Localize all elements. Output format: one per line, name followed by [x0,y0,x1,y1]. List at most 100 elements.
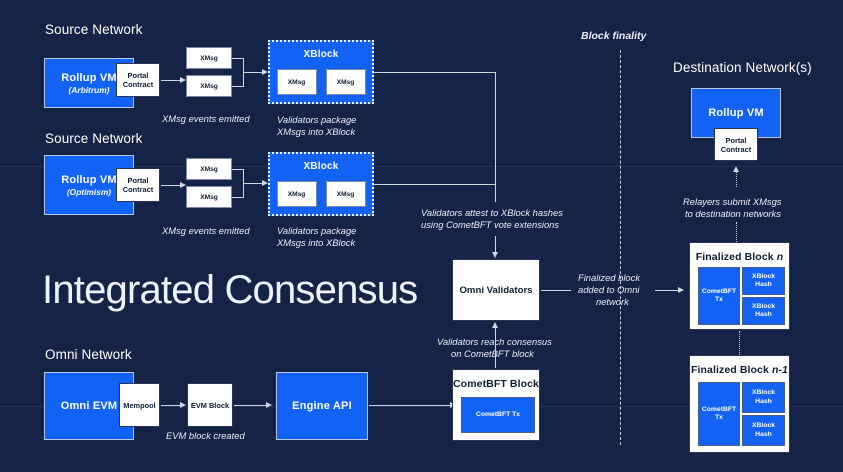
finalized-block-n-1-title: Finalized Block n-1 [690,364,789,376]
arrow-up-to-portal [733,166,739,172]
omni-validators-box: Omni Validators [452,259,540,321]
portal-contract-arbitrum-line1: Portal [127,71,149,80]
background-band-bottom [0,406,843,407]
finalized-n-1-tx-l2: Tx [715,414,723,421]
xmsg-1a: XMsg [186,47,232,69]
caption-xmsg-events-1: XMsg events emitted [162,113,250,124]
finalized-block-n-1-title-italic: n-1 [771,364,788,376]
portal-contract-arbitrum: Portal Contract [116,63,160,97]
finalized-n-1-hash-a-l2: Hash [755,397,772,405]
omni-evm-label: Omni EVM [60,400,118,412]
rollup-vm-arbitrum-title: Rollup VM [61,71,117,84]
portal-contract-optimism-line2: Contract [122,185,154,194]
destination-portal-line2: Contract [720,144,752,154]
connector-to-finalized-n [655,290,679,291]
caption-attest-l2: using CometBFT vote extensions [421,219,560,230]
destination-portal-line1: Portal [725,135,747,145]
connector-engineapi-to-cometbft [369,405,451,406]
rollup-vm-arbitrum-sub: (Arbitrum) [68,84,110,95]
finalized-chain-link [739,331,740,355]
connector-xmsg-to-xblock-1 [243,72,264,73]
route-xblock2-right [374,184,495,185]
finalized-n-hash-a-l2: Hash [755,281,772,288]
destination-portal-contract: Portal Contract [714,128,758,161]
arrow-evmblock-to-engineapi [266,401,272,408]
xblock-2-title: XBlock [303,161,339,172]
connector-portal-to-xmsg-1 [161,80,181,81]
route-into-validators [495,236,496,254]
omni-validators-label: Omni Validators [459,284,533,296]
cometbft-block-title: CometBFT Block [453,378,539,390]
engine-api-label: Engine API [292,400,352,412]
cometbft-tx-box: CometBFT Tx [461,397,535,433]
caption-attest-l1: Validators attest to XBlock hashes [421,207,563,218]
caption-xblock-2-l2: XMsgs into XBlock [277,237,356,248]
finalized-n-tx-l1: CometBFT [701,287,737,295]
relay-dash-lower [736,222,737,242]
portal-contract-optimism: Portal Contract [116,168,160,202]
caption-consensus-l1: Validators reach consensus [437,336,552,347]
caption-finalized-l3: network [596,296,629,307]
portal-contract-arbitrum-line2: Contract [122,80,154,89]
caption-relay-l2: to destination networks [685,208,781,219]
arrow-up-to-validators [492,322,498,328]
finalized-n-1-tx-l1: CometBFT [701,405,737,413]
bracket-bottom-1 [232,86,244,87]
xblock-2-xmsg-b: XMsg [325,181,366,207]
arrow-into-omni-validators [492,252,498,258]
caption-xblock-1-l2: XMsgs into XBlock [277,126,356,137]
xblock-1: XBlock XMsg XMsg [268,40,374,104]
rollup-vm-optimism-title: Rollup VM [61,173,117,186]
caption-finalized-l1: Finalized block [578,272,641,283]
route-cometbft-to-validators [495,328,496,368]
finalized-n-1-hash-b-l1: XBlock [751,422,776,429]
caption-relay-l1: Relayers submit XMsgs [683,196,782,207]
route-xblock-down [495,72,496,202]
portal-contract-optimism-line1: Portal [127,176,149,185]
label-block-finality: Block finality [581,30,647,42]
finalized-n-hash-b-l2: Hash [755,311,772,318]
connector-validators-right [541,290,571,291]
engine-api-box: Engine API [276,372,368,440]
route-xblock1-right [374,72,495,73]
caption-xblock-2-l1: Validators package [277,225,357,236]
rollup-vm-optimism-sub: (Optimism) [66,186,112,197]
finalized-block-n-title: Finalized Block n [690,251,789,263]
arrow-to-finalized-n [678,286,684,293]
finalized-n-1-hash-b-l2: Hash [755,430,772,438]
arrow-xmsg-to-xblock-1 [262,68,268,75]
xblock-1-title: XBlock [303,49,339,60]
arrow-mempool-to-evmblock [180,401,186,408]
xblock-2-xmsg-a: XMsg [276,181,317,207]
connector-mempool-to-evmblock [161,405,181,406]
label-source-network-2: Source Network [45,131,143,146]
finalized-n-1-hash-a-l1: XBlock [751,389,776,396]
finalized-n-hash-a-l1: XBlock [751,272,776,280]
evm-block-box: EVM Block [187,383,233,427]
finalized-n-tx-l2: Tx [715,296,723,303]
background-band-top [0,166,843,167]
mempool-label: Mempool [123,400,156,410]
cometbft-block-box: CometBFT Block CometBFT Tx [452,369,540,441]
finalized-block-n-title-italic: n [776,251,784,263]
caption-finalized-l2: added to Omni [578,284,640,295]
caption-evm-block-created: EVM block created [166,430,245,441]
evm-block-label: EVM Block [190,400,230,410]
relay-dash-upper [736,172,737,187]
xmsg-1b: XMsg [186,75,232,97]
caption-xblock-1-l1: Validators package [277,114,357,125]
bracket-top-1 [232,58,244,59]
xblock-1-xmsg-b: XMsg [325,69,366,95]
xblock-1-xmsg-a: XMsg [276,69,317,95]
connector-xmsg-to-xblock-2 [243,183,264,184]
caption-consensus-l2: on CometBFT block [451,348,534,359]
caption-xmsg-events-2: XMsg events emitted [162,225,250,236]
arrow-xmsg-to-xblock-2 [262,179,268,186]
